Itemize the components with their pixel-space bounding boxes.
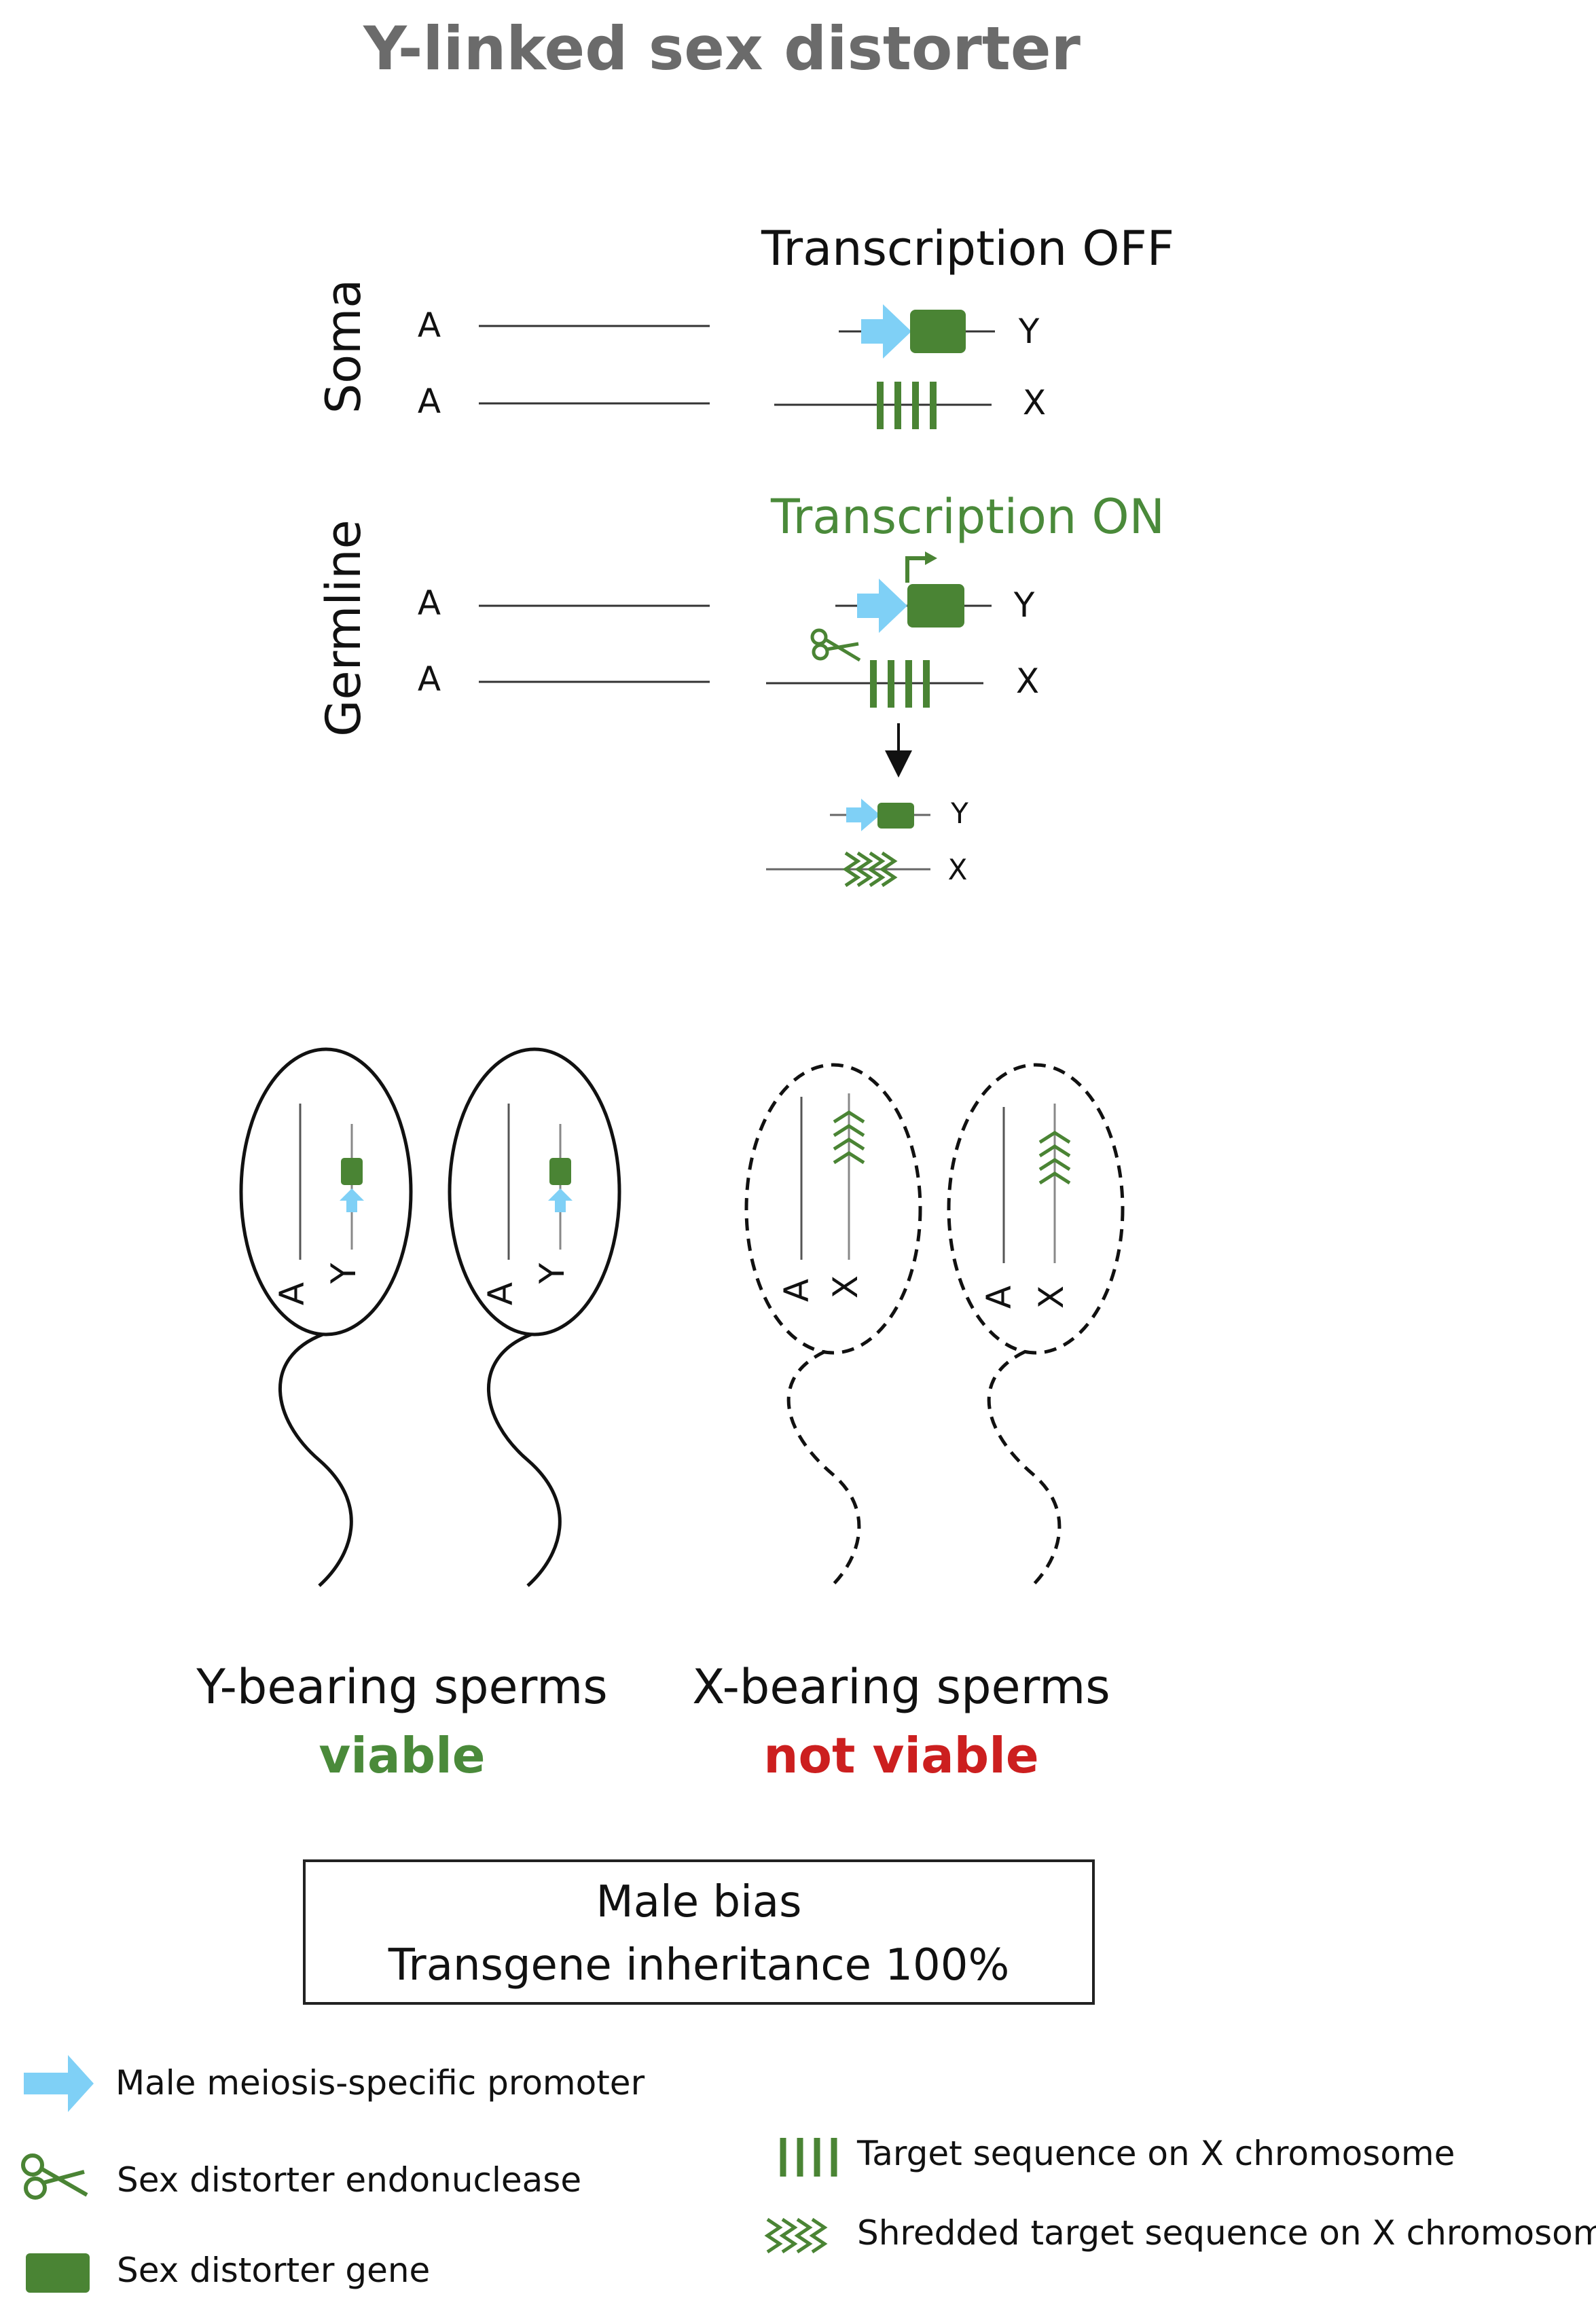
svg-text:A: A: [979, 1286, 1019, 1309]
x-sperm-title: X-bearing sperms: [692, 1659, 1110, 1715]
y-sperm-status: viable: [319, 1727, 485, 1784]
svg-text:A: A: [272, 1282, 312, 1305]
transcription-off-label: Transcription OFF: [761, 221, 1174, 276]
legend: Male meiosis-specific promoter Sex disto…: [21, 2055, 1596, 2293]
svg-text:Y: Y: [324, 1262, 363, 1284]
gene-box-icon: [907, 584, 964, 628]
shredded-chevron-icon: [1038, 1131, 1071, 1185]
soma-x-label: X: [1023, 383, 1046, 422]
soma-autosome-label-1: A: [418, 306, 441, 345]
result-x-label: X: [948, 853, 968, 886]
soma-y-label: Y: [1018, 312, 1040, 351]
gene-box-icon: [341, 1158, 363, 1185]
x-sperm-1: A X: [744, 1063, 922, 1587]
gene-box-icon: [877, 803, 914, 829]
soma-autosome-label-2: A: [418, 382, 441, 421]
soma-x-chromosome: [774, 382, 992, 429]
legend-target-label: Target sequence on X chromosome: [856, 2134, 1455, 2173]
target-bars-icon: [870, 660, 930, 708]
gene-box-icon: [549, 1158, 571, 1185]
y-sperm-2: A Y: [448, 1047, 621, 1587]
outcome-box: [303, 1859, 1095, 2005]
target-bars-icon: [780, 2138, 837, 2177]
legend-endonuclease-label: Sex distorter endonuclease: [117, 2160, 581, 2200]
svg-text:Y: Y: [532, 1262, 572, 1284]
promoter-arrow-icon: [24, 2055, 94, 2112]
promoter-arrow-icon: [857, 579, 907, 633]
target-bars-icon: [877, 382, 937, 429]
svg-text:A: A: [481, 1282, 520, 1305]
soma-y-chromosome: [839, 304, 995, 359]
result-y-chromosome: [830, 799, 930, 831]
result-x-chromosome: [766, 851, 930, 888]
gene-box-icon: [910, 310, 966, 353]
germline-y-label: Y: [1013, 585, 1035, 625]
gene-box-icon: [26, 2253, 90, 2293]
x-sperm-2: A X: [947, 1063, 1125, 1587]
shredded-chevron-icon: [842, 851, 898, 888]
result-y-label: Y: [950, 797, 968, 830]
promoter-arrow-icon: [861, 304, 911, 359]
legend-promoter-label: Male meiosis-specific promoter: [115, 2063, 645, 2103]
promoter-arrow-icon: [846, 799, 880, 831]
legend-gene-label: Sex distorter gene: [117, 2251, 430, 2290]
x-sperm-status: not viable: [763, 1727, 1038, 1784]
scissors-icon: [21, 2153, 88, 2200]
transcription-start-arrow-icon: [905, 556, 929, 583]
germline-autosome-label-2: A: [418, 659, 441, 699]
svg-text:A: A: [777, 1279, 816, 1302]
germline-autosome-label-1: A: [418, 583, 441, 623]
scissors-icon: [810, 628, 861, 662]
diagram-title: Y-linked sex distorter: [363, 14, 1081, 84]
outcome-line-1: Male bias: [596, 1877, 802, 1927]
svg-text:X: X: [826, 1275, 865, 1298]
promoter-arrow-icon: [340, 1188, 364, 1212]
outcome-line-2: Transgene inheritance 100%: [388, 1940, 1010, 1990]
promoter-arrow-icon: [548, 1188, 573, 1212]
germline-y-chromosome: [835, 551, 992, 633]
svg-text:X: X: [1032, 1286, 1071, 1309]
soma-label: Soma: [316, 279, 371, 414]
transcription-on-label: Transcription ON: [770, 489, 1165, 545]
germline-x-label: X: [1016, 661, 1039, 701]
germline-label: Germline: [316, 520, 371, 736]
y-sperm-1: A Y: [239, 1047, 413, 1587]
y-sperm-title: Y-bearing sperms: [196, 1659, 608, 1715]
shredded-chevron-icon: [833, 1110, 865, 1165]
shredded-chevron-icon: [764, 2217, 828, 2254]
legend-shredded-label: Shredded target sequence on X chromosome: [857, 2213, 1596, 2253]
germline-x-chromosome: [766, 628, 983, 708]
